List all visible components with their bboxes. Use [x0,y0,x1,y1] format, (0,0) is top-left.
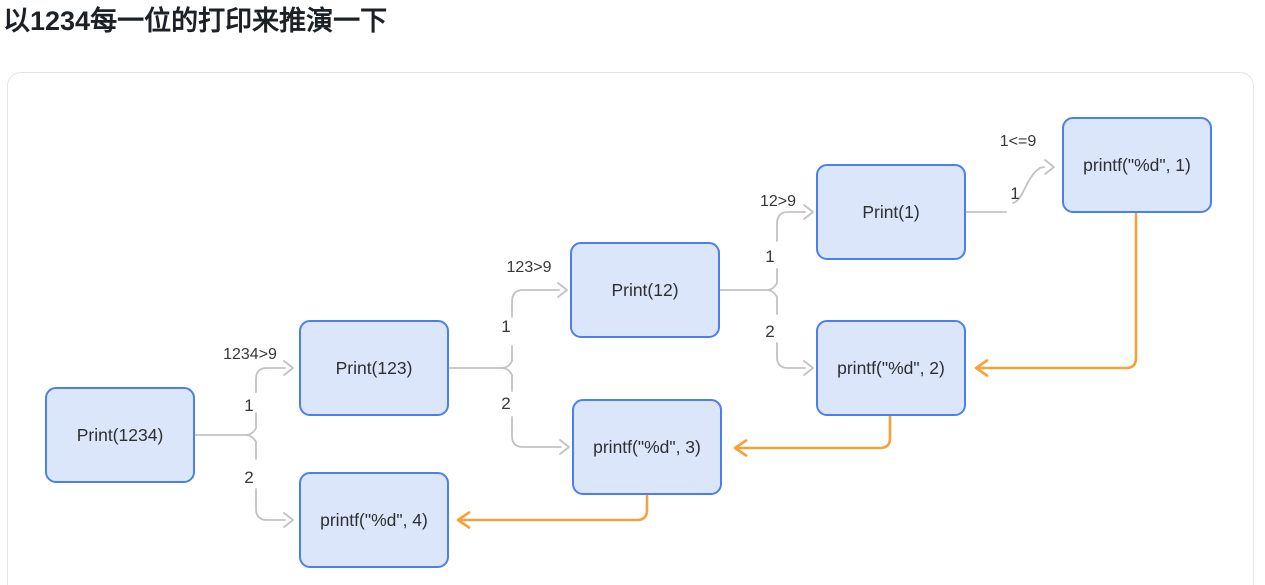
edge-line [1012,166,1045,204]
return-edge-printf3-printf4 [456,494,649,529]
arrowhead-right-icon [283,512,294,528]
edge-line [776,342,806,369]
branch-number-label: 2 [244,468,253,487]
arrowhead-right-icon [803,204,814,220]
arrowhead-right-icon [1044,159,1055,175]
node-print-123: Print(123) [299,320,449,416]
branch-number-label: 1 [501,317,510,336]
edge-line [977,212,1138,370]
node-label: printf("%d", 2) [837,357,945,378]
edge-line [459,494,649,522]
branch-number-label: 2 [501,394,510,413]
edge-line [776,211,806,242]
arrowhead-left-icon [456,511,471,529]
branch-number-label: 1 [244,396,253,415]
edge-line [736,414,892,450]
edge-line [511,416,562,448]
node-label: Print(1) [862,201,920,222]
call-edge-print1-printf1: 1<=9 1 [964,133,1055,213]
call-edge-print123-fork: 123>9 1 2 [446,259,570,455]
page-title: 以1234每一位的打印来推演一下 [3,6,388,36]
node-label: Print(12) [611,279,679,300]
return-edge-printf1-printf2 [974,212,1138,377]
call-edge-print12-fork: 12>9 1 2 [718,193,814,376]
fork-split [767,282,778,298]
edge-line [511,289,560,318]
edge-condition-label: 1<=9 [1000,133,1037,150]
node-print-12: Print(12) [570,242,720,338]
fork-split [246,427,257,443]
branch-number-label: 2 [765,322,774,341]
arrowhead-right-icon [557,282,568,298]
edge-line [255,488,286,521]
call-edge-print1234-fork: 1234>9 1 2 [192,346,294,528]
edge-condition-label: 1234>9 [223,346,277,363]
node-label: printf("%d", 3) [593,436,701,457]
node-printf-4: printf("%d", 4) [299,472,449,568]
arrowhead-left-icon [974,359,989,377]
arrowhead-right-icon [559,439,570,455]
edge-condition-label: 12>9 [760,193,796,210]
node-label: printf("%d", 4) [320,509,428,530]
node-printf-1: printf("%d", 1) [1062,117,1212,213]
branch-number-label: 1 [765,247,774,266]
arrowhead-right-icon [803,360,814,376]
node-print-1: Print(1) [816,164,966,260]
node-label: printf("%d", 1) [1083,154,1191,175]
node-label: Print(1234) [76,424,164,445]
node-label: Print(123) [335,357,413,378]
edge-condition-label: 123>9 [507,259,552,276]
fork-split [502,360,513,376]
node-print-1234: Print(1234) [45,387,195,483]
return-edge-printf2-printf3 [733,414,892,457]
node-printf-2: printf("%d", 2) [816,320,966,416]
node-printf-3: printf("%d", 3) [572,399,722,495]
arrowhead-left-icon [733,439,748,457]
arrowhead-right-icon [283,360,294,376]
branch-number-label: 1 [1010,184,1019,203]
edge-line [255,367,286,393]
